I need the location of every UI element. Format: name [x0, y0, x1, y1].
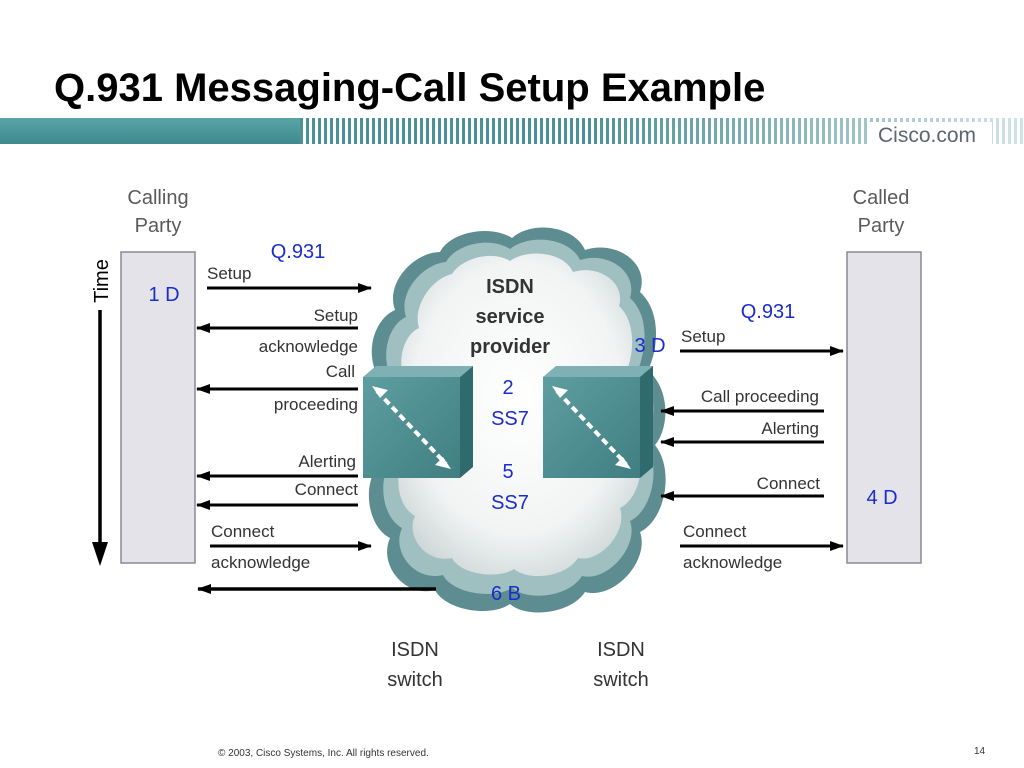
called-party-box — [846, 251, 922, 564]
page-number: 14 — [974, 746, 986, 757]
msg-right-alerting: Alerting — [761, 419, 819, 438]
cloud-label-line2: service — [476, 306, 545, 328]
msg-right-connect-ack-line2: acknowledge — [683, 553, 782, 572]
msg-left-setup: Setup — [207, 264, 251, 283]
slide-title: Q.931 Messaging-Call Setup Example — [54, 66, 766, 110]
right-switch-label-line2: switch — [593, 669, 649, 691]
cloud-label-line1: ISDN — [486, 276, 534, 298]
msg-left-connect: Connect — [295, 480, 359, 499]
step-2-number: 2 — [502, 377, 513, 399]
calling-party-label-line1: Calling — [127, 187, 188, 209]
time-axis-arrowhead — [92, 542, 108, 566]
msg-right-connect-ack-line1: Connect — [683, 522, 747, 541]
step-1-label: 1 D — [148, 284, 179, 306]
step-4-label: 4 D — [866, 487, 897, 509]
msg-left-call-proceeding-line1: Call — [326, 362, 355, 381]
step-2-protocol: SS7 — [491, 408, 529, 430]
left-switch-label-line1: ISDN — [391, 639, 439, 661]
protocol-left-label: Q.931 — [271, 241, 325, 263]
header-bar — [0, 118, 300, 144]
time-axis-label: Time — [91, 259, 113, 303]
step-3-label: 3 D — [634, 335, 665, 357]
msg-left-connect-ack-line2: acknowledge — [211, 553, 310, 572]
step-5-protocol: SS7 — [491, 492, 529, 514]
msg-right-connect: Connect — [757, 474, 821, 493]
cisco-logo: Cisco.com — [878, 124, 977, 147]
step-5-number: 5 — [502, 461, 513, 483]
msg-left-setup-ack-line2: acknowledge — [259, 337, 358, 356]
copyright-footer: © 2003, Cisco Systems, Inc. All rights r… — [218, 748, 429, 759]
left-isdn-switch — [363, 366, 473, 478]
step-6-label: 6 B — [491, 583, 521, 605]
isdn-cloud — [364, 227, 666, 613]
right-switch-label-line1: ISDN — [597, 639, 645, 661]
msg-left-setup-ack-line1: Setup — [314, 306, 358, 325]
left-switch-label-line2: switch — [387, 669, 443, 691]
right-isdn-switch — [543, 366, 653, 478]
msg-left-connect-ack-line1: Connect — [211, 522, 275, 541]
brand-backdrop — [868, 122, 992, 148]
msg-right-setup: Setup — [681, 327, 725, 346]
calling-party-box — [120, 251, 196, 564]
cloud-label-line3: provider — [470, 336, 550, 358]
called-party-label-line1: Called — [853, 187, 910, 209]
msg-left-call-proceeding-line2: proceeding — [274, 395, 358, 414]
calling-party-label-line2: Party — [135, 215, 182, 237]
msg-left-alerting: Alerting — [298, 452, 356, 471]
msg-right-call-proceeding: Call proceeding — [701, 387, 819, 406]
protocol-right-label: Q.931 — [741, 301, 795, 323]
called-party-label-line2: Party — [858, 215, 905, 237]
